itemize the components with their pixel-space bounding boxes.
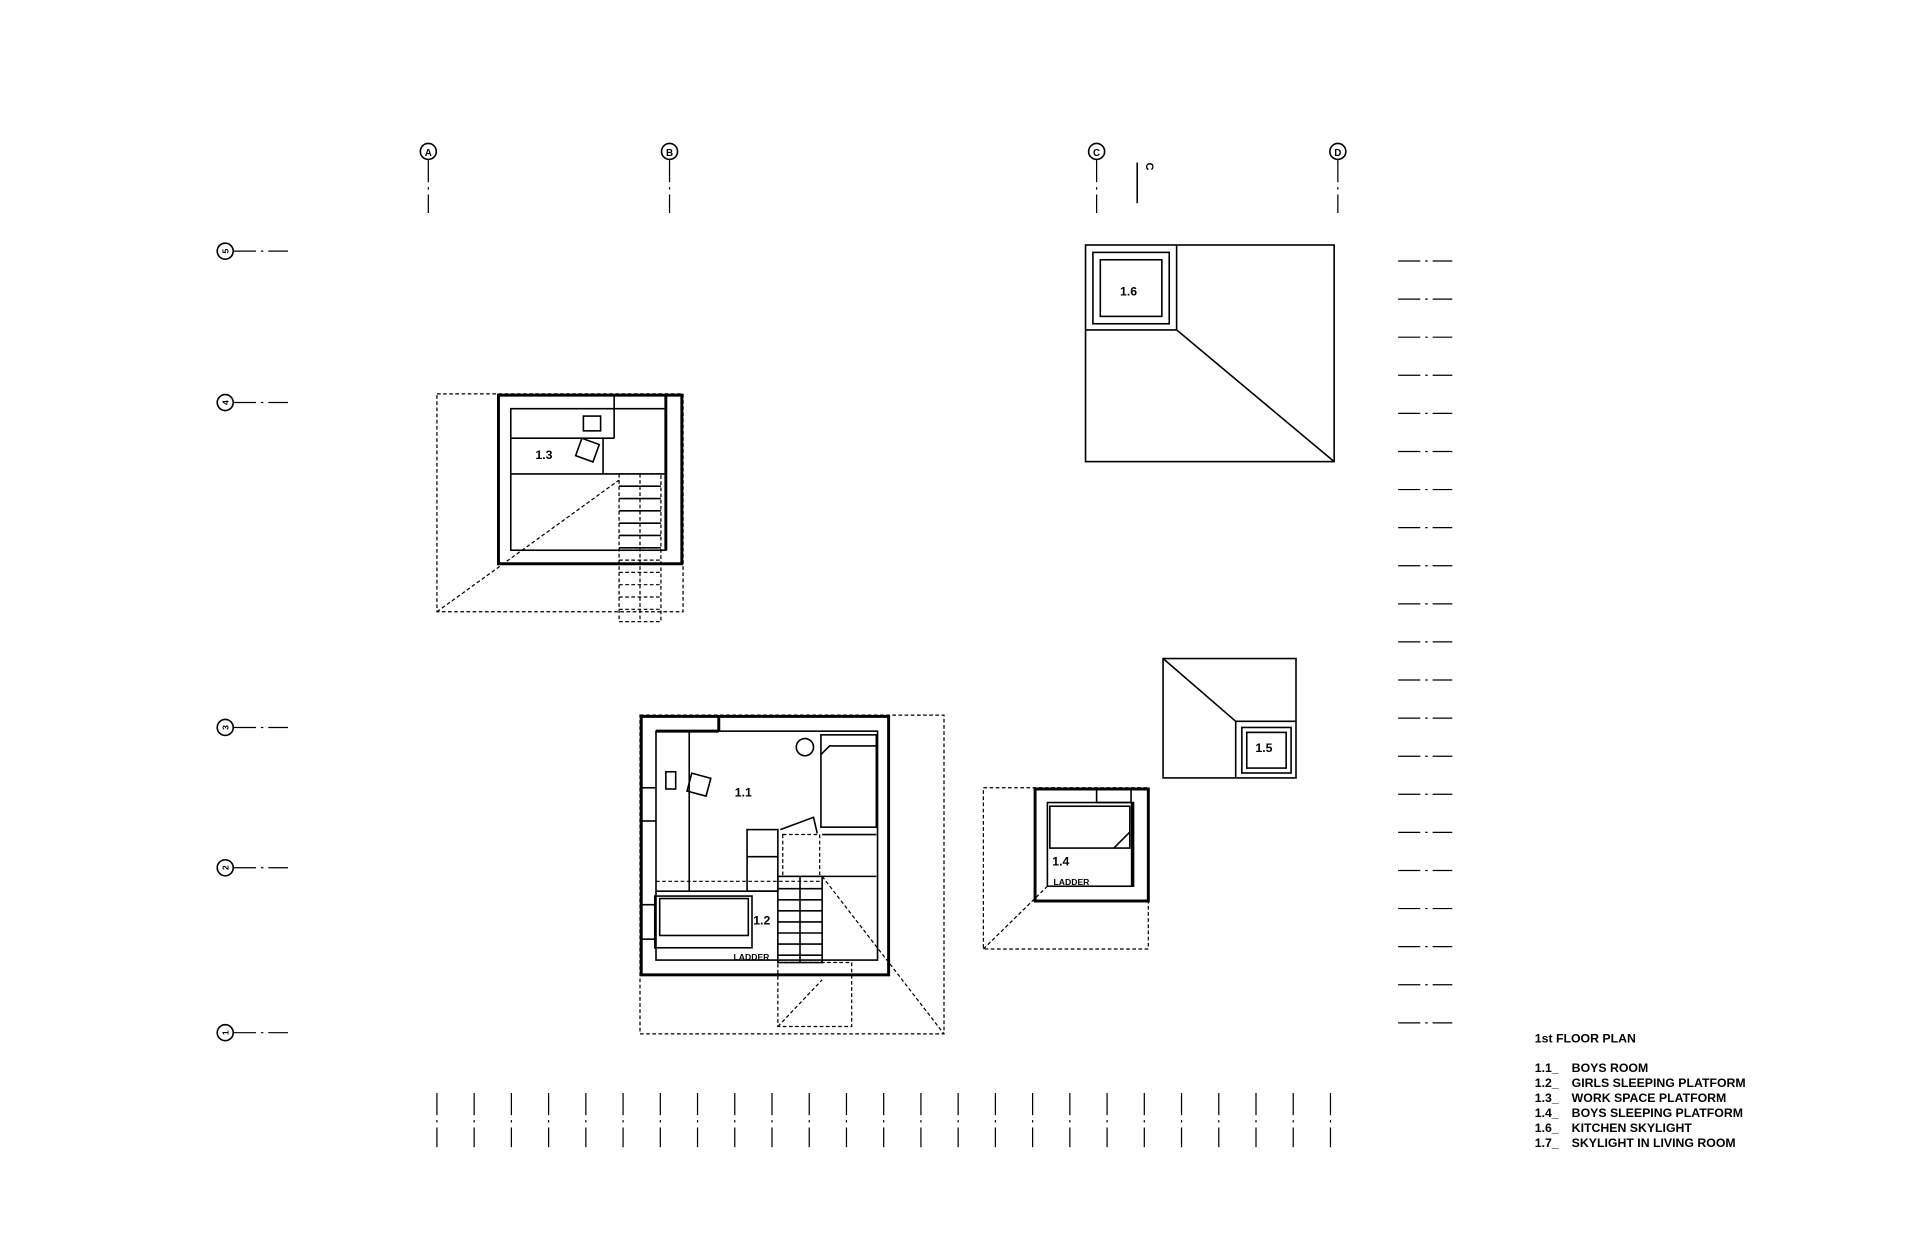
column-label: C (1093, 148, 1100, 159)
grid-bubble (1087, 142, 1106, 161)
room-label-1-3: 1.3 (535, 448, 552, 462)
legend-label: KITCHEN SKYLIGHT (1572, 1121, 1693, 1135)
room-label-1-1: 1.1 (735, 785, 752, 799)
legend-label: GIRLS SLEEPING PLATFORM (1572, 1076, 1746, 1090)
grid-bubble (216, 718, 235, 737)
grid-bubble (660, 142, 679, 161)
row-marker: 2 (216, 858, 288, 877)
legend-label: WORK SPACE PLATFORM (1572, 1091, 1727, 1105)
legend-number: 1.6_ (1535, 1121, 1559, 1135)
grid-bubble (1329, 142, 1347, 161)
legend: 1st FLOOR PLAN 1.1_ BOYS ROOM 1.2_ GIRLS SL… (1535, 1032, 1746, 1151)
plan-work-space-platform: 1.3 (436, 393, 684, 623)
column-markers: A B C D (419, 142, 1347, 213)
bottom-ticks (436, 1093, 1332, 1148)
legend-label: BOYS ROOM (1572, 1061, 1649, 1075)
section-mark: C (1136, 163, 1155, 204)
plan-boys-sleeping-platform: 1.4 LADDER (982, 787, 1150, 950)
room-label-1-6: 1.6 (1120, 284, 1137, 298)
section-mark-label: C (1143, 163, 1155, 171)
legend-number: 1.2_ (1535, 1076, 1559, 1090)
column-label: A (425, 148, 432, 159)
grid-bubble (216, 858, 235, 877)
plan-kitchen-skylight: 1.6 (1084, 244, 1335, 463)
room-label-1-4: 1.4 (1052, 854, 1069, 868)
right-ticks (1398, 260, 1453, 1024)
legend-label: BOYS SLEEPING PLATFORM (1572, 1106, 1743, 1120)
legend-number: 1.4_ (1535, 1106, 1559, 1120)
legend-number: 1.3_ (1535, 1091, 1559, 1105)
grid-bubble (419, 142, 438, 161)
plan-boys-room: 1.1 1.2 LADDER (639, 714, 945, 1035)
column-marker: C (1087, 142, 1106, 213)
legend-number: 1.7_ (1535, 1136, 1559, 1150)
legend-label: SKYLIGHT IN LIVING ROOM (1572, 1136, 1736, 1150)
row-label: 3 (220, 725, 230, 730)
room-label-1-5: 1.5 (1255, 741, 1272, 755)
row-markers: 5 4 3 2 1 (216, 242, 288, 1042)
legend-item: 1.2_ GIRLS SLEEPING PLATFORM (1535, 1076, 1746, 1090)
room-label-1-2: 1.2 (753, 913, 770, 927)
row-marker: 4 (216, 393, 288, 412)
column-marker: A (419, 142, 438, 213)
legend-number: 1.1_ (1535, 1061, 1559, 1075)
row-marker: 3 (216, 718, 288, 737)
grid-bubble (216, 1023, 235, 1042)
legend-item: 1.1_ BOYS ROOM (1535, 1061, 1648, 1075)
legend-item: 1.7_ SKYLIGHT IN LIVING ROOM (1535, 1136, 1736, 1150)
column-label: D (1334, 148, 1341, 159)
column-marker: B (660, 142, 679, 213)
row-marker: 5 (216, 242, 288, 260)
legend-item: 1.4_ BOYS SLEEPING PLATFORM (1535, 1106, 1743, 1120)
ladder-label: LADDER (734, 952, 771, 962)
grid-bubble (216, 393, 235, 412)
legend-item: 1.3_ WORK SPACE PLATFORM (1535, 1091, 1727, 1105)
row-marker: 1 (216, 1023, 288, 1042)
column-marker: D (1329, 142, 1347, 213)
column-label: B (666, 148, 673, 159)
legend-item: 1.6_ KITCHEN SKYLIGHT (1535, 1121, 1693, 1135)
row-label: 1 (220, 1030, 230, 1035)
ladder-label-1-4: LADDER (1054, 877, 1091, 887)
row-label: 5 (220, 249, 230, 254)
row-label: 4 (220, 400, 230, 405)
plan-skylight-1-5: 1.5 (1162, 657, 1297, 779)
legend-title: 1st FLOOR PLAN (1535, 1032, 1636, 1046)
row-label: 2 (220, 865, 230, 870)
grid-bubble (216, 242, 235, 260)
